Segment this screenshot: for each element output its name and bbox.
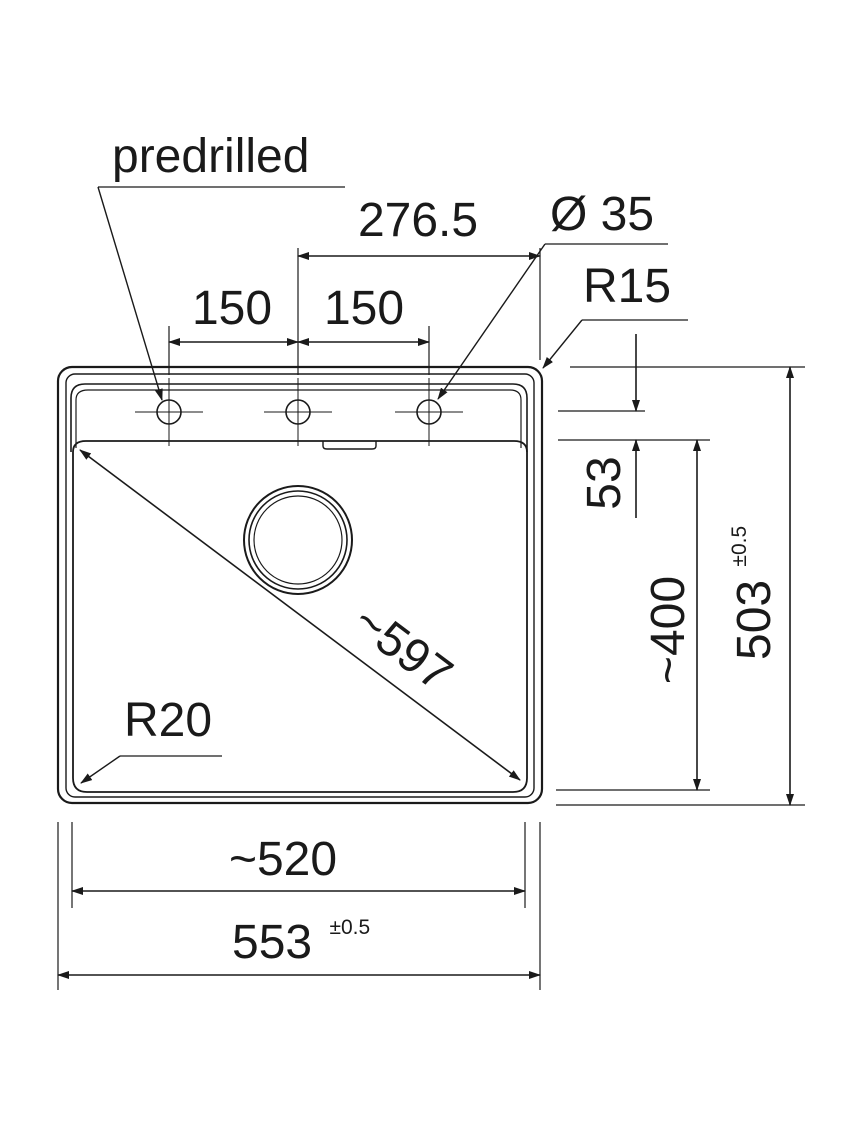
diameter-label: Ø 35 bbox=[550, 188, 654, 241]
diameter-leader bbox=[437, 243, 546, 400]
dim-503-tolerance: ±0.5 bbox=[728, 526, 751, 567]
dim-53-label: 53 bbox=[578, 456, 631, 509]
bowl-outline bbox=[72, 440, 528, 793]
dim-553-label: 553 ±0.5 bbox=[232, 916, 370, 969]
tap-hole-left bbox=[135, 378, 203, 446]
overflow-slot bbox=[322, 441, 377, 450]
r15-leader bbox=[542, 319, 583, 369]
dim-553-tolerance: ±0.5 bbox=[329, 916, 370, 939]
dim-150-left-label: 150 bbox=[192, 282, 272, 335]
diagonal-line bbox=[79, 449, 521, 781]
tap-ledge bbox=[70, 383, 528, 452]
dim-276-label: 276.5 bbox=[358, 194, 478, 247]
sink-inner-edge bbox=[65, 373, 535, 798]
drain-inner bbox=[253, 495, 343, 585]
top-dimensions: 150 150 276.5 predrilled Ø 35 R15 bbox=[97, 130, 688, 401]
tap-holes bbox=[135, 378, 463, 446]
tap-hole-center bbox=[264, 378, 332, 446]
dim-503-label: 503 ±0.5 bbox=[728, 526, 781, 660]
dim-553-value: 553 bbox=[232, 916, 312, 969]
dim-150-right-label: 150 bbox=[324, 282, 404, 335]
dim-503-value: 503 bbox=[728, 580, 781, 660]
drain-mid bbox=[248, 490, 348, 590]
dim-400-label: ~400 bbox=[642, 576, 695, 684]
tap-hole-right bbox=[395, 378, 463, 446]
r15-label: R15 bbox=[583, 260, 671, 313]
predrilled-leader bbox=[97, 186, 163, 401]
dim-520-label: ~520 bbox=[229, 833, 337, 886]
r20-leader bbox=[80, 755, 121, 784]
right-dimensions: 53 ~400 503 ±0.5 bbox=[556, 334, 805, 806]
diagonal-label: ~597 bbox=[343, 594, 461, 701]
predrilled-label: predrilled bbox=[112, 130, 309, 183]
bottom-dimensions: ~520 553 ±0.5 bbox=[57, 822, 541, 990]
sink-outer-edge bbox=[56, 365, 544, 805]
r20-label: R20 bbox=[124, 694, 212, 747]
drain-outer bbox=[243, 485, 353, 595]
inner-dimensions: ~597 R20 bbox=[79, 449, 521, 784]
